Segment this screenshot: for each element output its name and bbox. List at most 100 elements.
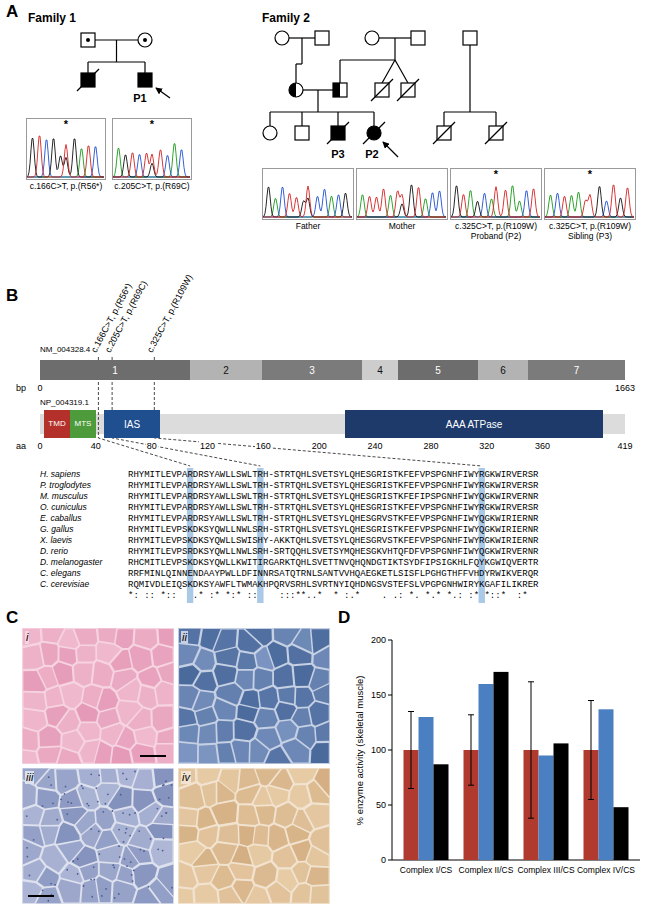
axis-tick: 0 xyxy=(381,855,386,865)
sequence-row: RQMIVDLEIQSKDKSYAWFLTWMAKHPQRVSRHLSVRTNY… xyxy=(128,580,538,590)
stain-dot xyxy=(126,778,128,780)
muscle-fibre xyxy=(214,665,236,686)
muscle-fibre xyxy=(199,723,216,743)
muscle-fibre xyxy=(291,840,310,861)
male-symbol xyxy=(138,73,152,87)
pedigree-line xyxy=(88,61,145,62)
pedigree-line xyxy=(444,111,496,112)
patient-label: P2 xyxy=(365,148,378,161)
chromatogram-caption: c.205C>T, p.(R69C) xyxy=(114,182,189,192)
axis-tick-mark xyxy=(388,805,392,806)
muscle-fibre xyxy=(135,727,156,746)
stain-dot xyxy=(107,793,109,795)
muscle-fibre xyxy=(62,731,84,752)
muscle-fibre xyxy=(96,876,111,902)
muscle-fibre xyxy=(259,687,278,709)
activity-bar xyxy=(554,743,569,860)
section-ground xyxy=(178,768,330,904)
trace-line xyxy=(263,187,352,217)
stain-dot xyxy=(134,812,136,814)
chromatogram-frame xyxy=(27,119,106,180)
category-label: Complex III/CS xyxy=(517,866,574,876)
muscle-fibre xyxy=(112,881,136,903)
stain-dot xyxy=(138,830,140,832)
muscle-fibre xyxy=(23,629,41,646)
trace-line xyxy=(545,185,634,217)
muscle-fibre xyxy=(39,726,60,746)
muscle-fibre xyxy=(154,769,173,786)
muscle-fibre xyxy=(23,728,38,750)
sequence-row: RHYMITLEVPSKDKSYQWLLNWLSRH-STRTQHLSVETSY… xyxy=(128,525,538,535)
axis-tick: 100 xyxy=(371,745,386,755)
muscle-fibre xyxy=(139,686,157,709)
stain-dot xyxy=(126,828,128,830)
muscle-fibre xyxy=(128,708,151,729)
stain-dot xyxy=(52,802,54,804)
muscle-fibre xyxy=(111,650,132,671)
muscle-fibre xyxy=(197,769,220,784)
muscle-fibre xyxy=(239,826,255,846)
muscle-fibre xyxy=(152,645,172,666)
muscle-fibre xyxy=(37,789,59,808)
muscle-fibre xyxy=(278,687,295,704)
stain-dot xyxy=(54,884,56,886)
stain-dot xyxy=(81,785,83,787)
panel-letter: B xyxy=(6,286,18,306)
exon-box: 3 xyxy=(262,360,362,380)
exon-number: 7 xyxy=(574,365,580,376)
muscle-fibre xyxy=(179,743,197,763)
axis-tick: 280 xyxy=(422,441,439,451)
muscle-fibre xyxy=(199,745,218,763)
stain-dot xyxy=(118,829,120,831)
female-symbol xyxy=(289,83,303,97)
pedigree-line xyxy=(295,64,296,83)
patient-label: P1 xyxy=(133,92,146,105)
variant-asterisk: * xyxy=(26,118,106,130)
stain-dot xyxy=(60,799,62,801)
section-ground xyxy=(178,628,330,764)
muscle-fibre xyxy=(139,667,161,687)
chromatogram-panel: *c.166C>T, p.(R56*) xyxy=(26,118,106,180)
deceased-slash xyxy=(485,122,507,144)
exon-box: 6 xyxy=(478,360,528,380)
trace-line xyxy=(113,144,190,177)
muscle-fibre xyxy=(133,769,153,789)
muscle-fibre xyxy=(246,886,270,903)
species-name: D. melanogaster xyxy=(40,558,102,568)
chromatogram-panel: *c.325C>T, p.(R109W) Sibling (P3) xyxy=(544,168,636,220)
stain-dot xyxy=(168,797,170,799)
axis-tick: 1663 xyxy=(615,383,635,393)
muscle-fibre xyxy=(292,708,311,726)
muscle-fibre xyxy=(78,785,99,809)
stain-dot xyxy=(131,874,133,876)
muscle-fibre xyxy=(202,783,216,807)
trace-line xyxy=(451,187,540,217)
muscle-fibre xyxy=(214,698,236,719)
error-bar xyxy=(531,682,532,818)
stain-dot xyxy=(161,815,163,817)
muscle-fibre xyxy=(267,786,289,806)
axis-tick: 360 xyxy=(534,441,551,451)
muscle-fibre xyxy=(313,684,329,703)
stain-dot xyxy=(150,838,152,840)
muscle-fibre xyxy=(212,866,235,889)
male-symbol xyxy=(295,126,309,140)
muscle-fibre xyxy=(254,825,269,845)
muscle-fibre xyxy=(60,789,82,808)
muscle-fibre xyxy=(273,846,297,868)
muscle-fibre xyxy=(131,744,155,763)
axis-tick-mark xyxy=(388,860,392,861)
axis-tick-mark xyxy=(388,640,392,641)
axis-tick: 50 xyxy=(376,800,386,810)
muscle-fibre xyxy=(46,686,64,706)
trace-line xyxy=(545,194,634,217)
stain-dot xyxy=(102,811,104,813)
muscle-fibre xyxy=(153,807,173,824)
stain-dot xyxy=(33,839,35,841)
muscle-fibre xyxy=(194,672,217,692)
domain-box: TMD xyxy=(44,410,70,438)
muscle-fibre xyxy=(158,663,174,684)
variant-asterisk: * xyxy=(544,168,636,180)
muscle-fibre xyxy=(292,884,311,903)
species-name: C. elegans xyxy=(40,569,81,579)
